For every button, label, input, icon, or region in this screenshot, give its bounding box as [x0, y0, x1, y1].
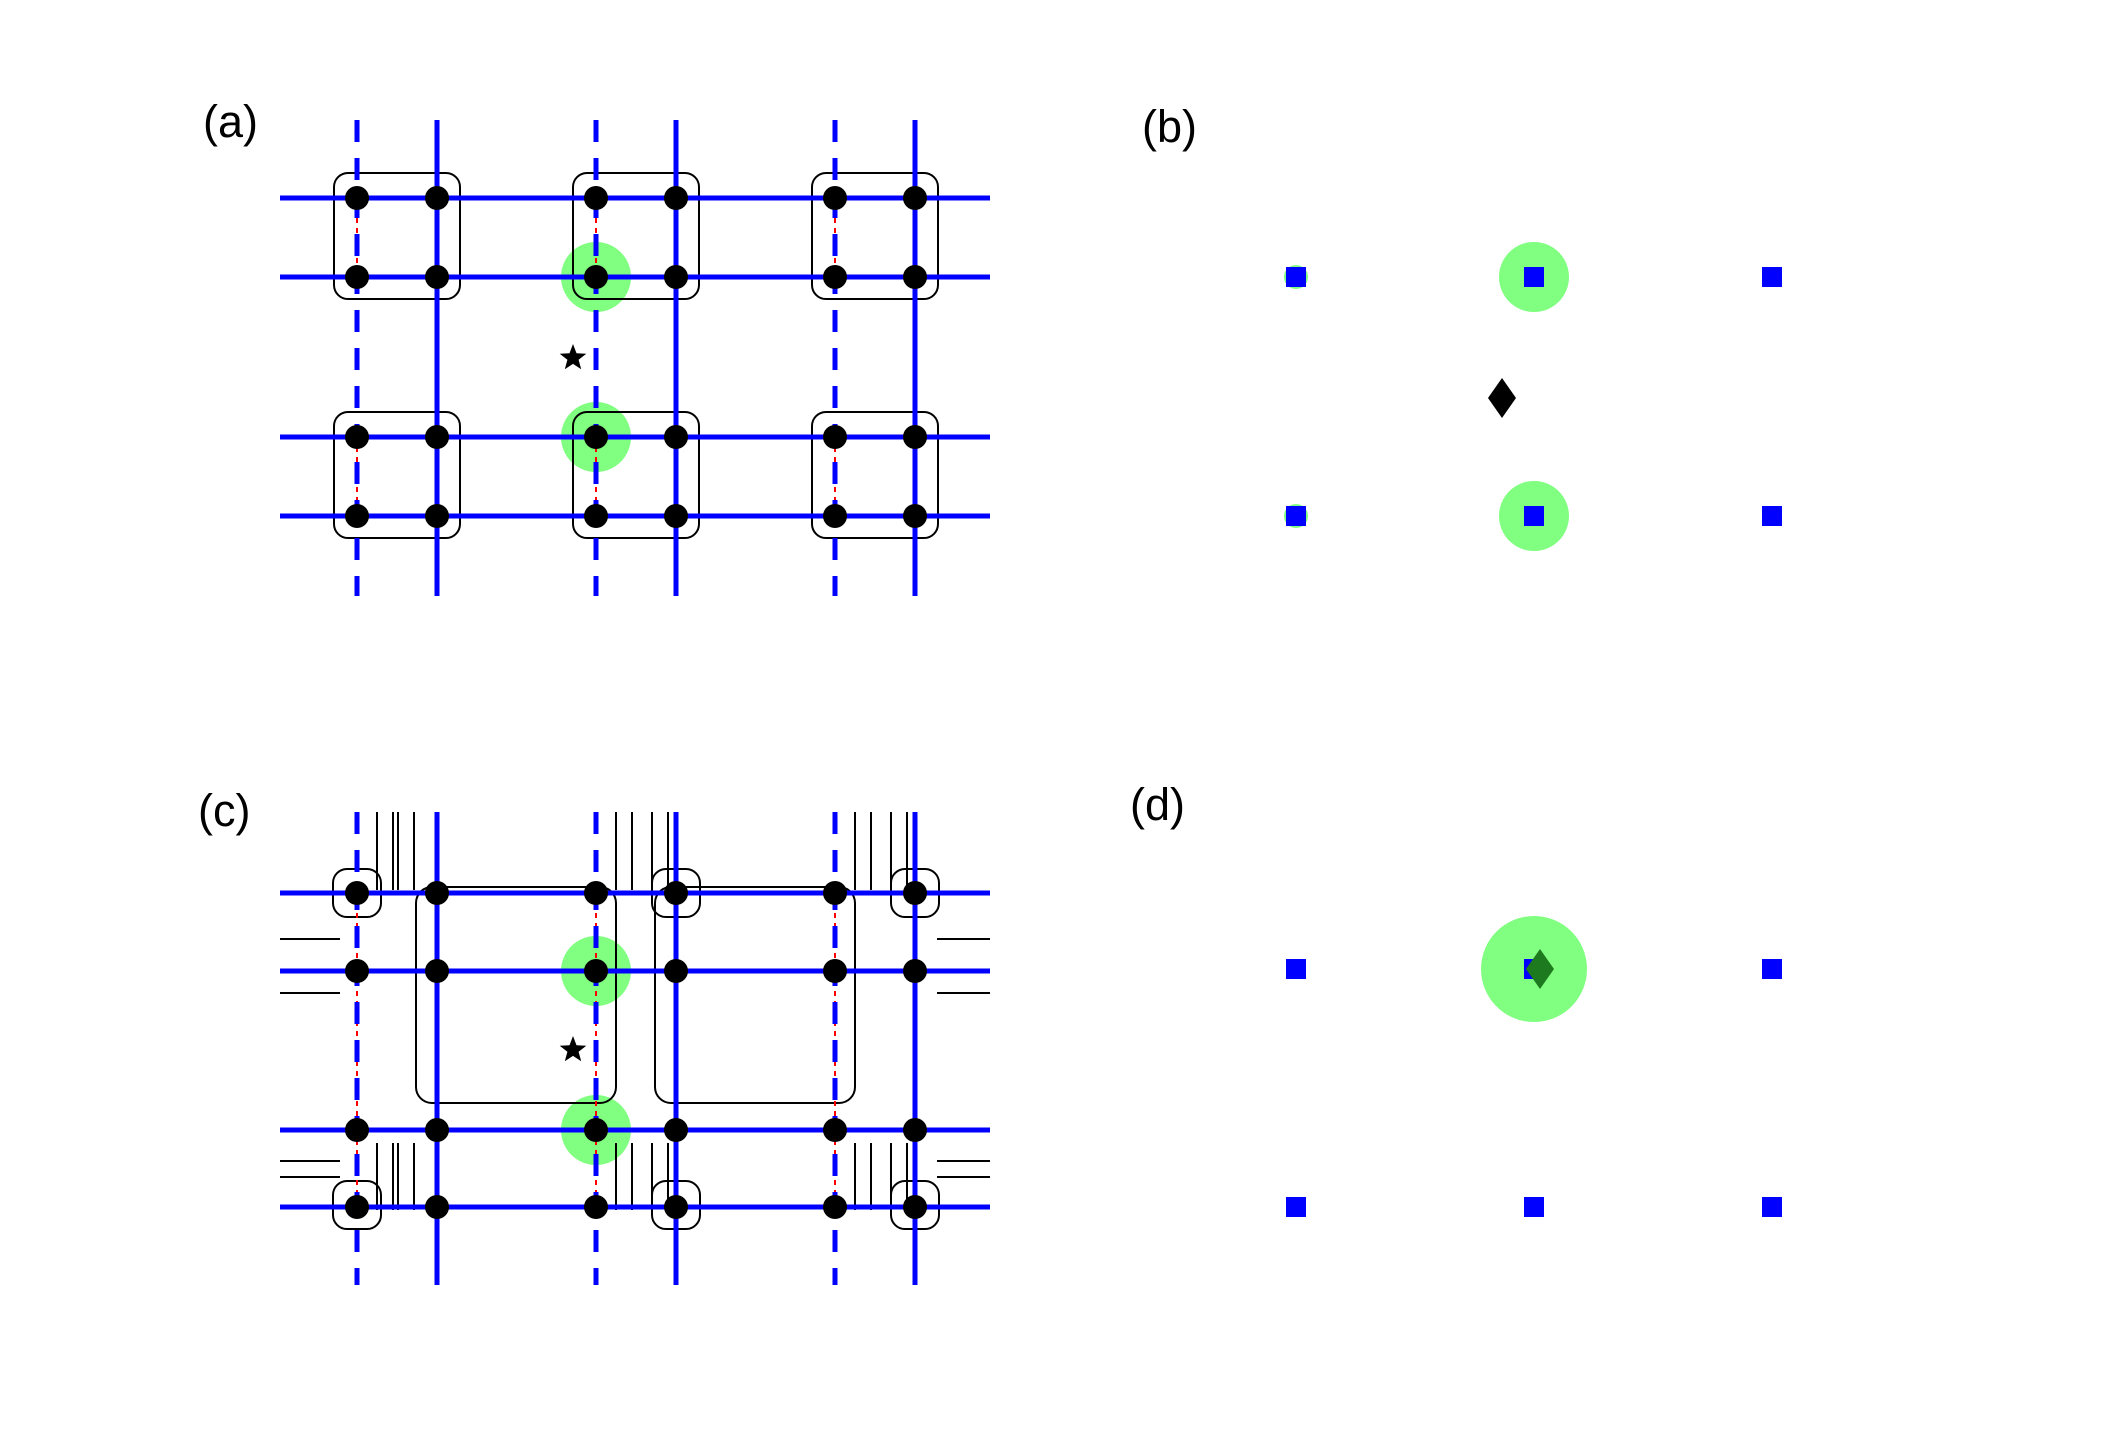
- reciprocal-point: [1762, 1197, 1782, 1217]
- reciprocal-point: [1524, 267, 1544, 287]
- panel-label-d: (d): [1130, 779, 1185, 830]
- reciprocal-point: [1286, 1197, 1306, 1217]
- lattice-site: [823, 1195, 847, 1219]
- lattice-site: [664, 186, 688, 210]
- reciprocal-point: [1286, 267, 1306, 287]
- lattice-site: [823, 959, 847, 983]
- lattice-site: [823, 881, 847, 905]
- lattice-site: [584, 186, 608, 210]
- lattice-site: [903, 425, 927, 449]
- plaquette-outline: [811, 172, 939, 300]
- lattice-site: [345, 504, 369, 528]
- plaquette-outline: [572, 411, 700, 539]
- plaquette-outline: [654, 886, 856, 1104]
- panel-label-a: (a): [203, 96, 258, 147]
- lattice-site: [425, 504, 449, 528]
- lattice-site: [584, 425, 608, 449]
- lattice-site: [903, 1118, 927, 1142]
- panel-b: [1284, 242, 1782, 551]
- plaquette-outline: [333, 172, 461, 300]
- lattice-site: [345, 186, 369, 210]
- lattice-site: [584, 881, 608, 905]
- lattice-site: [823, 425, 847, 449]
- plaquette-outline: [572, 172, 700, 300]
- star-icon: [559, 344, 587, 370]
- lattice-site: [664, 881, 688, 905]
- lattice-site: [345, 1195, 369, 1219]
- lattice-site: [584, 1118, 608, 1142]
- lattice-site: [345, 1118, 369, 1142]
- lattice-site: [425, 425, 449, 449]
- diamond-icon: [1488, 378, 1516, 418]
- lattice-site: [903, 504, 927, 528]
- lattice-site: [425, 1195, 449, 1219]
- reciprocal-point: [1524, 1197, 1544, 1217]
- lattice-site: [823, 504, 847, 528]
- panel-label-b: (b): [1142, 101, 1197, 152]
- reciprocal-point: [1762, 267, 1782, 287]
- lattice-site: [664, 504, 688, 528]
- lattice-site: [425, 186, 449, 210]
- lattice-site: [584, 265, 608, 289]
- lattice-site: [903, 1195, 927, 1219]
- lattice-site: [664, 265, 688, 289]
- lattice-site: [584, 1195, 608, 1219]
- plaquette-outline: [811, 411, 939, 539]
- lattice-site: [584, 504, 608, 528]
- star-icon: [559, 1036, 587, 1062]
- reciprocal-point: [1762, 959, 1782, 979]
- plaquette-outline: [333, 411, 461, 539]
- diamond-icon: [1526, 949, 1554, 989]
- lattice-site: [903, 186, 927, 210]
- lattice-site: [345, 425, 369, 449]
- lattice-site: [584, 959, 608, 983]
- lattice-site: [664, 425, 688, 449]
- lattice-site: [425, 1118, 449, 1142]
- lattice-site: [823, 1118, 847, 1142]
- lattice-site: [903, 881, 927, 905]
- lattice-site: [823, 186, 847, 210]
- panel-a: [280, 120, 990, 596]
- lattice-site: [823, 265, 847, 289]
- reciprocal-point: [1524, 506, 1544, 526]
- lattice-site: [664, 1118, 688, 1142]
- lattice-site: [664, 1195, 688, 1219]
- plaquette-outline: [415, 886, 617, 1104]
- lattice-site: [425, 265, 449, 289]
- reciprocal-point: [1286, 506, 1306, 526]
- lattice-site: [425, 959, 449, 983]
- lattice-site: [425, 881, 449, 905]
- reciprocal-point: [1286, 959, 1306, 979]
- panel-label-c: (c): [198, 785, 250, 836]
- lattice-site: [345, 881, 369, 905]
- lattice-site: [903, 265, 927, 289]
- lattice-site: [345, 265, 369, 289]
- lattice-site: [903, 959, 927, 983]
- lattice-site: [664, 959, 688, 983]
- lattice-site: [345, 959, 369, 983]
- reciprocal-point: [1762, 506, 1782, 526]
- panel-c: [280, 812, 990, 1285]
- panel-d: [1286, 916, 1782, 1217]
